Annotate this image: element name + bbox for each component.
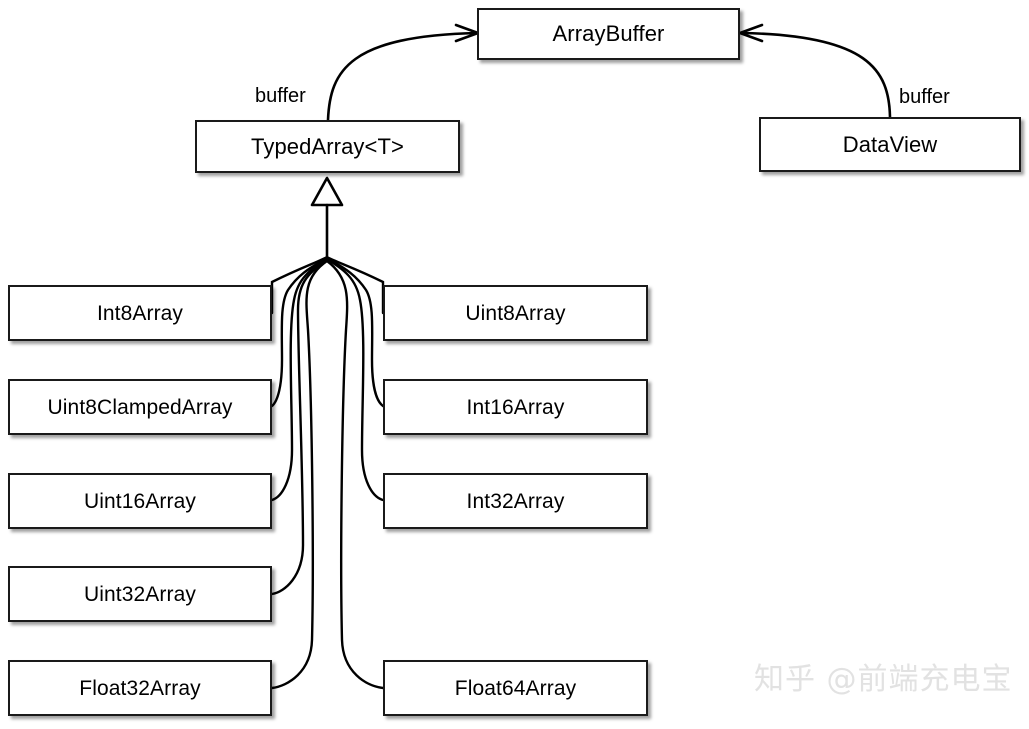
class-box-float64array[interactable]: Float64Array (383, 660, 648, 716)
class-box-uint8clampedarray[interactable]: Uint8ClampedArray (8, 379, 272, 435)
class-box-uint16array-label: Uint16Array (84, 489, 196, 513)
connector-float64array (325, 259, 385, 690)
connector-int8array (270, 255, 329, 315)
edge-label-typedarray-buffer: buffer (255, 85, 306, 107)
class-box-uint16array[interactable]: Uint16Array (8, 473, 272, 529)
class-box-float32array-label: Float32Array (79, 676, 201, 700)
edge-dataview-to-arraybuffer (738, 23, 892, 119)
class-box-int8array-label: Int8Array (96, 301, 184, 325)
connector-uint8clampedarray (270, 256, 329, 408)
class-box-dataview[interactable]: DataView (759, 117, 1021, 172)
class-box-int16array[interactable]: Int16Array (383, 379, 648, 435)
class-box-float32array[interactable]: Float32Array (8, 660, 272, 716)
class-box-int32array-label: Int32Array (466, 489, 565, 513)
class-box-uint32array-label: Uint32Array (84, 582, 196, 606)
class-box-uint8array[interactable]: Uint8Array (383, 285, 648, 341)
class-box-uint8clampedarray-label: Uint8ClampedArray (47, 395, 233, 419)
connector-uint32array (270, 258, 329, 596)
class-box-typedarray[interactable]: TypedArray<T> (195, 120, 460, 173)
edge-label-dataview-buffer: buffer (899, 86, 950, 108)
class-box-float64array-label: Float64Array (454, 676, 577, 700)
class-box-typedarray-label: TypedArray<T> (251, 133, 404, 159)
generalization-arrowhead (310, 176, 344, 258)
connector-int32array (325, 257, 385, 502)
watermark: 知乎 @前端充电宝 (754, 662, 1013, 697)
connector-int16array (325, 256, 385, 408)
class-box-uint32array[interactable]: Uint32Array (8, 566, 272, 622)
class-box-arraybuffer[interactable]: ArrayBuffer (477, 8, 740, 60)
generalization-connectors (270, 255, 385, 690)
class-box-int8array[interactable]: Int8Array (8, 285, 272, 341)
connector-uint8array (325, 255, 385, 315)
connector-float32array (270, 259, 329, 690)
edge-typedarray-to-arraybuffer (326, 23, 480, 122)
connector-uint16array (270, 257, 329, 502)
class-box-int32array[interactable]: Int32Array (383, 473, 648, 529)
class-box-uint8array-label: Uint8Array (465, 301, 566, 325)
class-box-dataview-label: DataView (842, 131, 938, 157)
class-box-arraybuffer-label: ArrayBuffer (552, 21, 665, 46)
class-box-int16array-label: Int16Array (466, 395, 565, 419)
